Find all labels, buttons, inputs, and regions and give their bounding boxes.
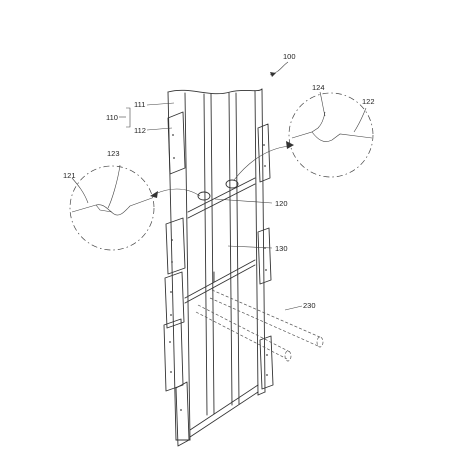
label-120: 120: [275, 199, 288, 208]
joint-120: [197, 179, 239, 201]
column-body: [167, 88, 266, 441]
left-brackets: [163, 111, 190, 447]
label-100: 100: [283, 52, 296, 61]
label-130: 130: [275, 244, 288, 253]
label-111: 111: [134, 100, 145, 109]
label-110: 110: [106, 113, 118, 122]
brace-130: [187, 177, 256, 283]
detail-circle-left: [69, 165, 155, 251]
dashed-member-230: [195, 289, 324, 362]
reference-labels: 100 111 110 112 123 121 124 122 120 130 …: [63, 52, 375, 310]
detail-arrows: [150, 141, 294, 198]
label-112: 112: [134, 126, 146, 135]
label-123: 123: [107, 149, 120, 158]
label-122: 122: [362, 97, 375, 106]
label-121: 121: [63, 171, 76, 180]
label-124: 124: [312, 83, 325, 92]
detail-circle-right: [288, 92, 374, 178]
label-230: 230: [303, 301, 316, 310]
right-brackets: [257, 123, 274, 390]
leader-lines: [71, 61, 367, 311]
